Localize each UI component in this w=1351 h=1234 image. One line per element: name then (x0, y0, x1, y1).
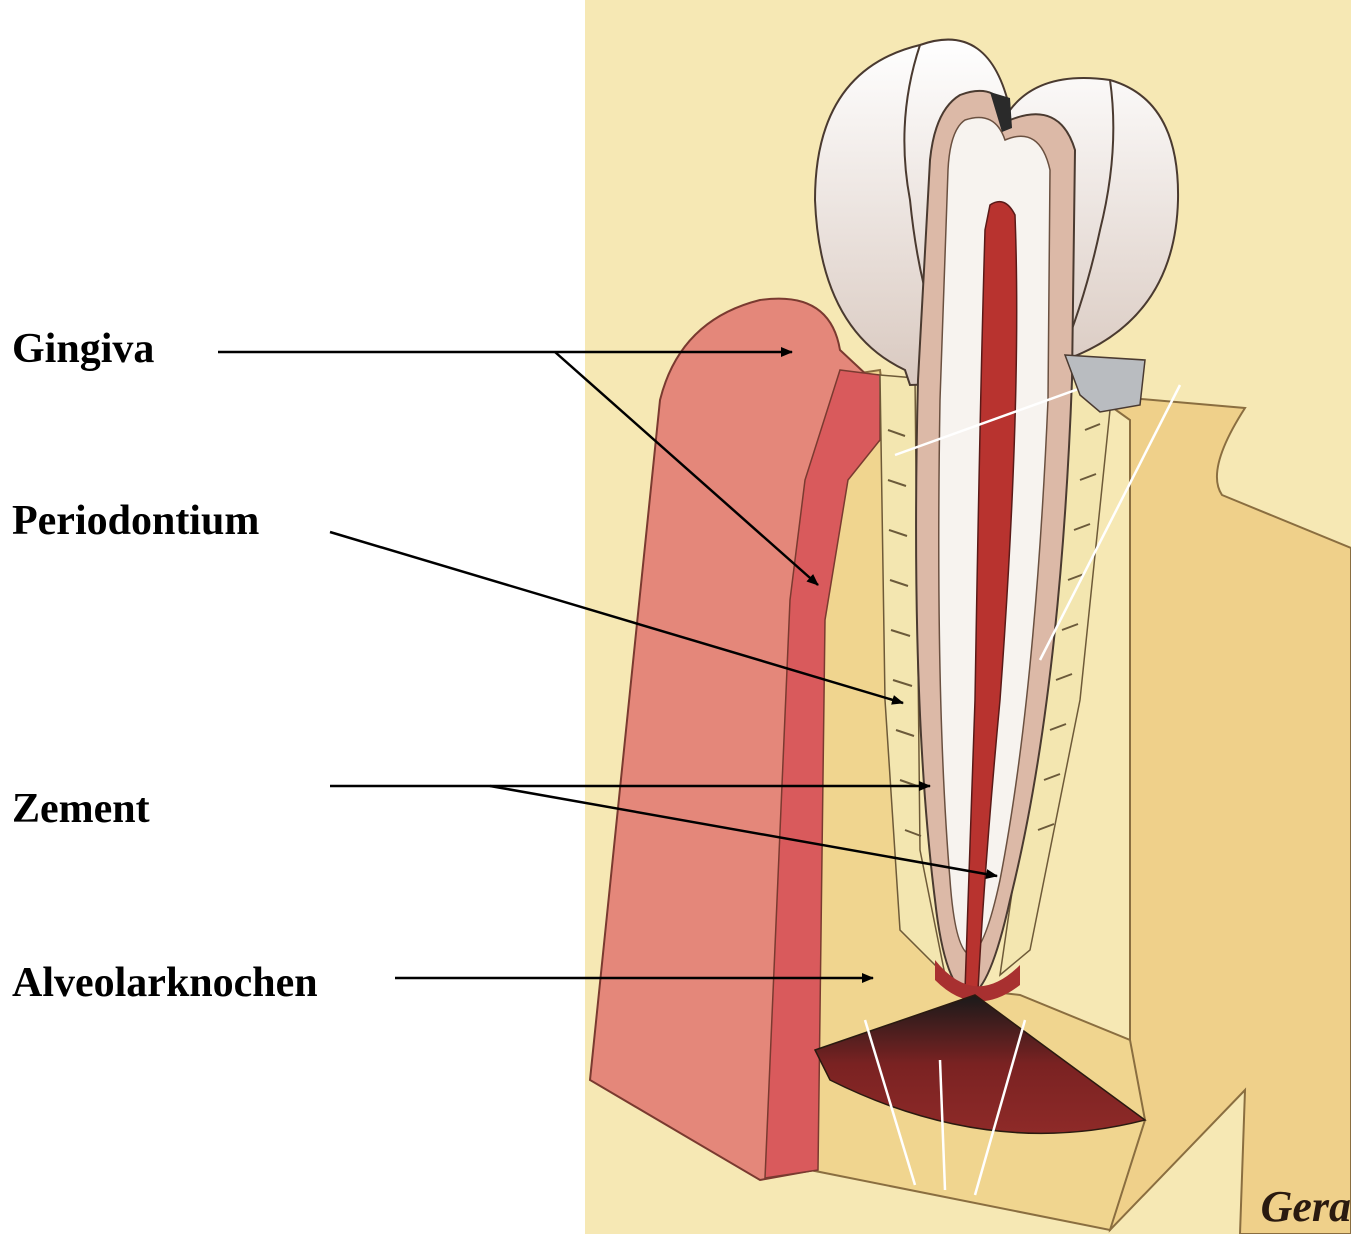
label-alveolarknochen: Alveolarknochen (12, 962, 318, 1004)
label-zement: Zement (12, 788, 150, 830)
label-gingiva: Gingiva (12, 328, 154, 370)
author-credit: Gera (1261, 1185, 1351, 1229)
label-periodontium: Periodontium (12, 500, 259, 542)
